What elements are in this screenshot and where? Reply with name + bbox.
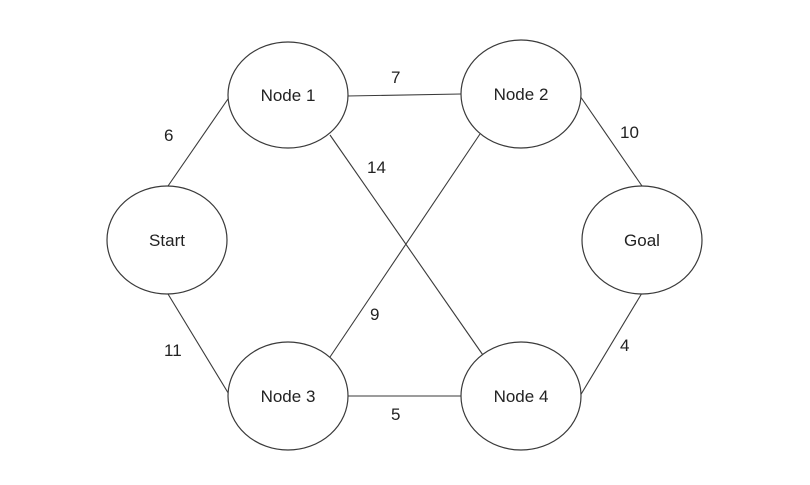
node-start: Start xyxy=(106,185,228,295)
edges xyxy=(167,93,643,397)
edge-weight-node1-node4: 14 xyxy=(367,158,386,177)
node-node2: Node 2 xyxy=(460,39,582,149)
node-node4-ellipse xyxy=(460,341,582,451)
node-node2-label: Node 2 xyxy=(494,85,549,104)
node-node4-label: Node 4 xyxy=(494,387,549,406)
node-node2-ellipse xyxy=(460,39,582,149)
node-goal-label: Goal xyxy=(624,231,660,250)
edge-weight-node2-goal: 10 xyxy=(620,123,639,142)
edge-node1-node2 xyxy=(346,93,462,97)
edge-node2-goal xyxy=(579,95,643,187)
node-goal-ellipse xyxy=(581,185,703,295)
node-node1-label: Node 1 xyxy=(261,86,316,105)
edge-weight-start-node3: 11 xyxy=(164,341,182,360)
edge-weight-start-node1: 6 xyxy=(164,126,173,145)
node-start-label: Start xyxy=(149,231,185,250)
node-goal: Goal xyxy=(581,185,703,295)
edge-weight-node4-goal: 4 xyxy=(620,336,629,355)
edge-node3-node2 xyxy=(329,133,481,358)
node-node3-label: Node 3 xyxy=(261,387,316,406)
node-node3: Node 3 xyxy=(227,341,349,451)
edge-start-node3 xyxy=(167,293,231,397)
edge-weights: 6 11 7 14 9 5 10 4 xyxy=(164,68,639,424)
node-node1: Node 1 xyxy=(227,41,349,149)
node-node3-ellipse xyxy=(227,341,349,451)
edge-weight-node1-node2: 7 xyxy=(391,68,400,87)
edge-start-node1 xyxy=(167,95,231,187)
edge-weight-node3-node2: 9 xyxy=(370,305,379,324)
node-node1-ellipse xyxy=(227,41,349,149)
edge-node4-goal xyxy=(579,292,643,397)
node-node4: Node 4 xyxy=(460,341,582,451)
edge-node1-node4 xyxy=(329,134,486,359)
node-start-ellipse xyxy=(106,185,228,295)
edge-weight-node3-node4: 5 xyxy=(391,405,400,424)
nodes: Start Node 1 Node 2 Node 3 Node 4 Goal xyxy=(106,39,703,451)
